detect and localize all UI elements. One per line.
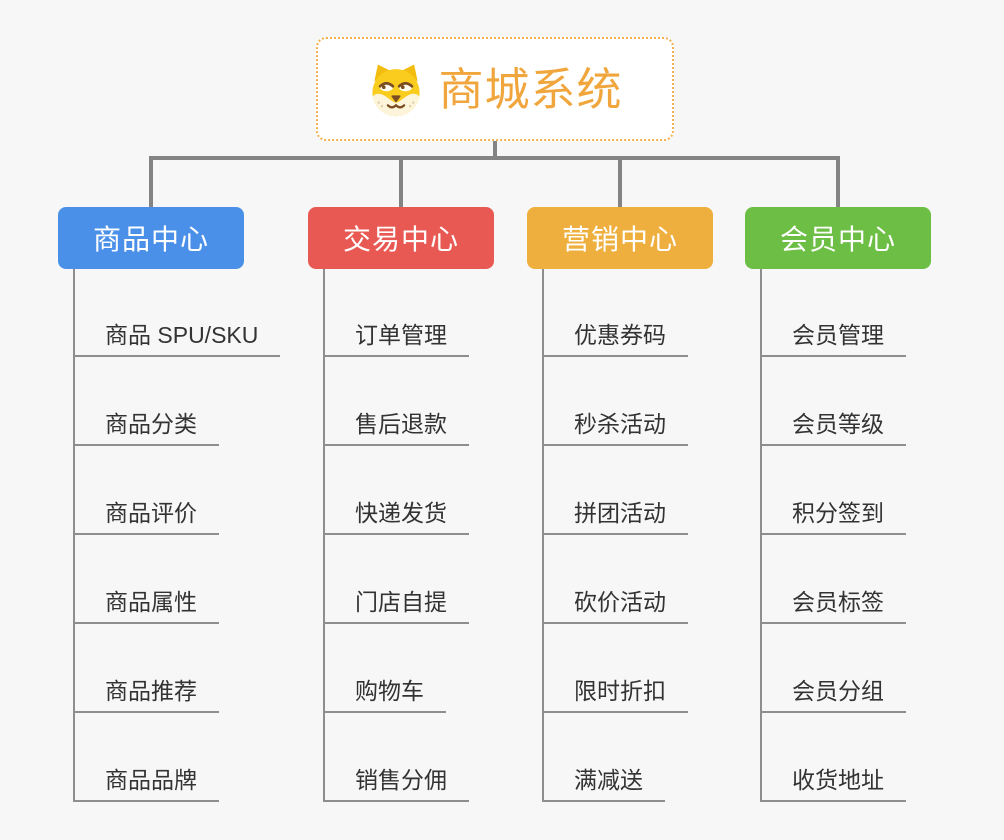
sub-topic[interactable]: 商品品牌 — [73, 765, 219, 802]
branch-topic-1[interactable]: 交易中心 — [308, 207, 494, 269]
sub-topic[interactable]: 商品 SPU/SKU — [73, 320, 281, 357]
sub-topic[interactable]: 限时折扣 — [542, 676, 688, 713]
branch-spine-1 — [323, 269, 325, 802]
dog-face-icon — [367, 60, 425, 118]
sub-topic[interactable]: 订单管理 — [323, 320, 469, 357]
branch-spine-3 — [760, 269, 762, 802]
sub-topic[interactable]: 会员管理 — [760, 320, 906, 357]
sub-topic[interactable]: 购物车 — [323, 676, 446, 713]
sub-topic[interactable]: 会员分组 — [760, 676, 906, 713]
connector-root-stub — [493, 141, 497, 160]
connector-drop-1 — [399, 156, 403, 207]
sub-topic[interactable]: 秒杀活动 — [542, 409, 688, 446]
connector-drop-3 — [836, 156, 840, 207]
sub-topic[interactable]: 积分签到 — [760, 498, 906, 535]
sub-topic[interactable]: 满减送 — [542, 765, 665, 802]
sub-topic[interactable]: 门店自提 — [323, 587, 469, 624]
connector-drop-2 — [618, 156, 622, 207]
sub-topic[interactable]: 商品属性 — [73, 587, 219, 624]
connector-rail — [149, 156, 840, 160]
sub-topic[interactable]: 收货地址 — [760, 765, 906, 802]
sub-topic[interactable]: 会员标签 — [760, 587, 906, 624]
sub-topic[interactable]: 快递发货 — [323, 498, 469, 535]
branch-topic-0[interactable]: 商品中心 — [58, 207, 244, 269]
sub-topic[interactable]: 售后退款 — [323, 409, 469, 446]
sub-topic[interactable]: 优惠券码 — [542, 320, 688, 357]
root-topic[interactable]: 商城系统 — [316, 37, 674, 141]
sub-topic[interactable]: 商品评价 — [73, 498, 219, 535]
branch-topic-2[interactable]: 营销中心 — [527, 207, 713, 269]
root-topic-label: 商城系统 — [438, 63, 623, 115]
sub-topic[interactable]: 拼团活动 — [542, 498, 688, 535]
sub-topic[interactable]: 销售分佣 — [323, 765, 469, 802]
branch-spine-2 — [542, 269, 544, 802]
branch-topic-3[interactable]: 会员中心 — [745, 207, 931, 269]
branch-spine-0 — [73, 269, 75, 802]
sub-topic[interactable]: 砍价活动 — [542, 587, 688, 624]
sub-topic[interactable]: 商品推荐 — [73, 676, 219, 713]
sub-topic[interactable]: 商品分类 — [73, 409, 219, 446]
connector-drop-0 — [149, 156, 153, 207]
sub-topic[interactable]: 会员等级 — [760, 409, 906, 446]
